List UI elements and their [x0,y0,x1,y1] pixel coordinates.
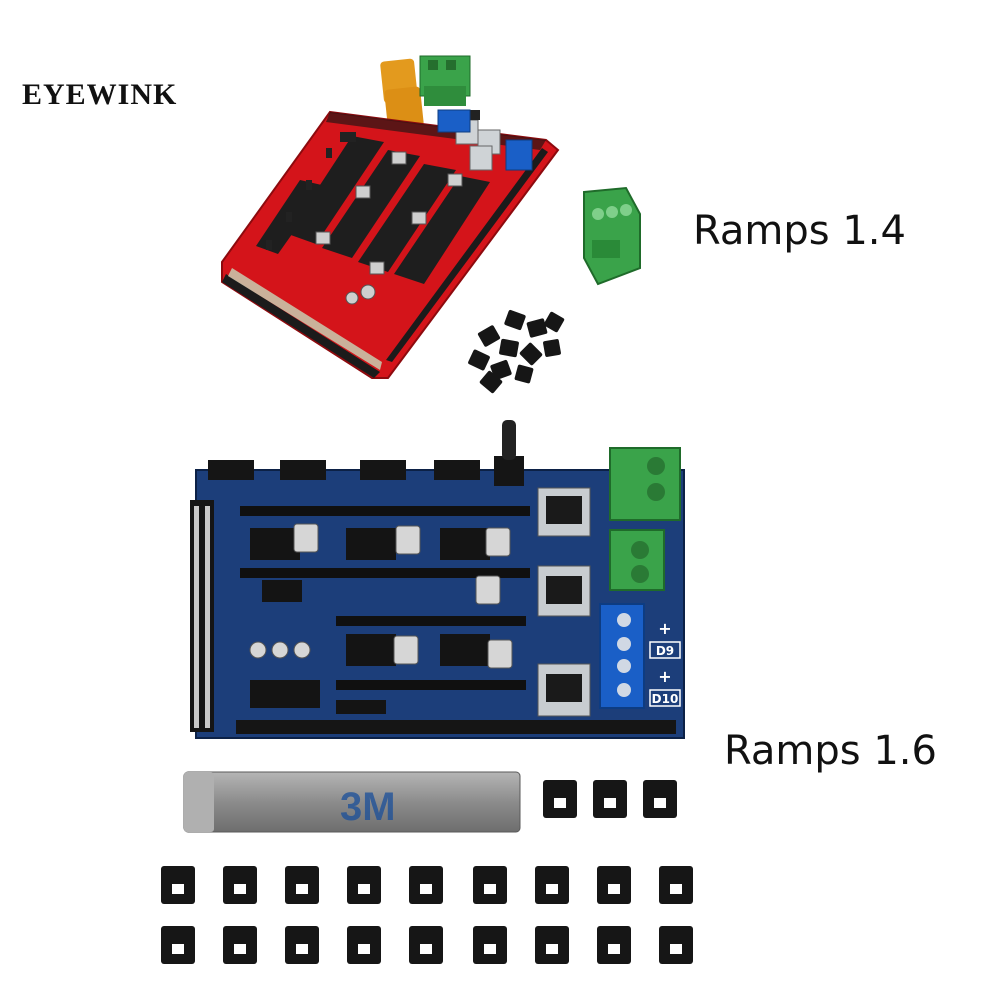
blue-terminal [599,603,645,709]
mosfets [537,487,591,717]
blue-terminal [437,109,471,133]
jumper-notch [234,944,246,954]
pin-header [222,274,380,378]
driver-sockets [250,528,490,714]
jumper-notch [608,884,620,894]
ramps-1-6-board: D9 D10 + + [190,420,685,739]
reset-button-cap [502,420,516,460]
d10-label: D10 [652,692,679,706]
jumper-notch [172,884,184,894]
jumper-notch [358,884,370,894]
ramps-1-4-board [221,55,560,379]
jumper-notch [546,944,558,954]
d9-label: D9 [656,644,674,658]
jumper-notch [358,944,370,954]
jumper-notch [608,944,620,954]
jumper-notch [604,798,616,808]
jumper-notch [296,944,308,954]
jumper-notch [554,798,566,808]
jumper-notch [296,884,308,894]
product-label-ramps-1-4: Ramps 1.4 [693,208,906,254]
reset-button [494,456,524,486]
product-label-ramps-1-6: Ramps 1.6 [724,728,937,774]
brand-logo: EYEWINK [22,78,178,111]
plus-label: + [658,619,671,638]
jumper-notch [670,884,682,894]
jumper-grid [161,780,693,964]
blue-terminal [505,139,533,171]
jumper-notch [420,884,432,894]
jumper-notch [484,944,496,954]
loose-green-terminal [583,186,641,286]
tape-brand-text: 3M [340,785,396,829]
jumper-notch [420,944,432,954]
thermal-tape: 3M [183,771,521,833]
jumper-notch [484,884,496,894]
green-terminals [609,447,681,591]
jumper-notch [172,944,184,954]
jumper-pile [468,309,565,394]
green-terminal [419,55,471,106]
jumper-notch [670,944,682,954]
silkscreen-labels: D9 D10 + + [649,619,681,707]
plus-label: + [658,667,671,686]
top-headers [208,460,480,480]
jumper-notch [654,798,666,808]
jumper-notch [234,884,246,894]
jumper-notch [546,884,558,894]
pin-header [190,500,214,732]
kapton-tape [384,86,424,130]
